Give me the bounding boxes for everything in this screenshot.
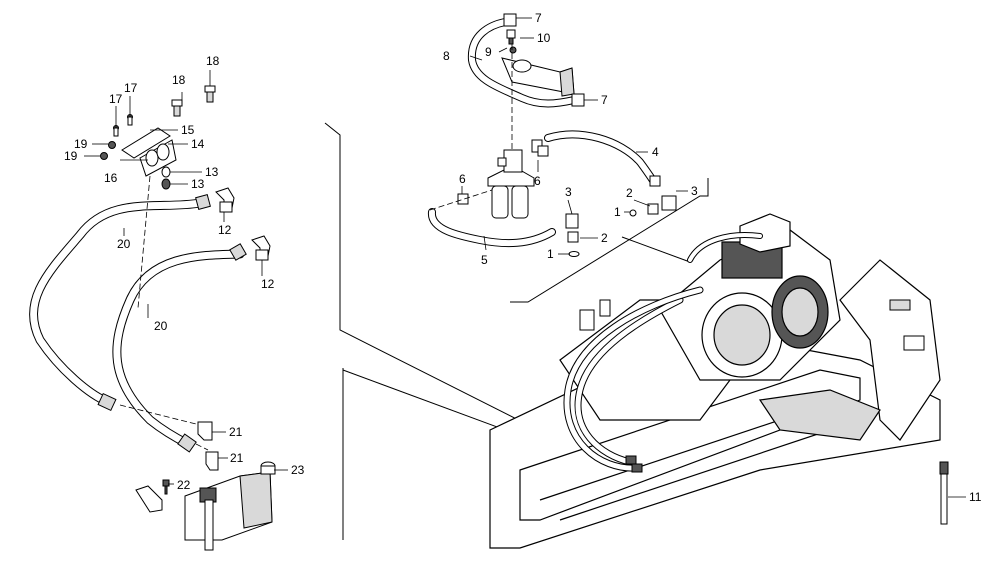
hose-5: [428, 208, 556, 248]
callout-6: 6: [534, 174, 541, 188]
callout-17: 17: [124, 81, 138, 95]
callout-14: 14: [191, 137, 205, 151]
reservoir-tank-23: [184, 461, 276, 551]
callout-4: 4: [652, 145, 659, 159]
vehicle-fittings: [579, 299, 925, 473]
callout-17: 17: [109, 92, 123, 106]
callout-23: 23: [291, 463, 305, 477]
callout-2: 2: [601, 231, 608, 245]
callout-21: 21: [230, 451, 244, 465]
callout-18: 18: [206, 54, 220, 68]
callout-1: 1: [547, 247, 554, 261]
vehicle-engine: [659, 213, 841, 381]
callout-13: 13: [191, 177, 205, 191]
callout-21: 21: [229, 425, 243, 439]
callout-16: 16: [104, 171, 118, 185]
callout-19: 19: [64, 149, 78, 163]
callout-12: 12: [261, 277, 275, 291]
section-boundaries: [324, 122, 709, 540]
hose-4: [544, 130, 658, 186]
callout-6: 6: [459, 172, 466, 186]
callout-20: 20: [154, 319, 168, 333]
hose-end-fittings-left: [97, 194, 247, 453]
callout-18: 18: [172, 73, 186, 87]
vehicle-hoses: [563, 232, 763, 472]
fittings-7: [503, 13, 585, 107]
connection-dashes-filter: [429, 44, 513, 211]
elbow-fitting-12a: [215, 187, 235, 213]
hose-20-lower: [112, 249, 245, 449]
hose-20-upper: [29, 198, 205, 407]
fittings-9-10: [506, 29, 517, 54]
elbow-fitting-21a: [197, 421, 213, 441]
filter-housing: [487, 149, 535, 219]
callout-12: 12: [218, 223, 232, 237]
connection-dashes-left: [119, 175, 209, 451]
callout-3: 3: [691, 184, 698, 198]
callout-1: 1: [614, 205, 621, 219]
elbow-fitting-21b: [205, 451, 219, 471]
callout-8: 8: [443, 49, 450, 63]
hose-8: [467, 18, 578, 108]
callout-3: 3: [565, 185, 572, 199]
callout-2: 2: [626, 186, 633, 200]
callout-7: 7: [601, 93, 608, 107]
callout-22: 22: [177, 478, 191, 492]
bracket-22: [135, 479, 170, 513]
callout-11: 11: [969, 490, 982, 504]
callout-9: 9: [485, 45, 492, 59]
callout-10: 10: [537, 31, 551, 45]
leader-lines: [84, 17, 966, 498]
fittings-1-2-3-6: [457, 139, 677, 257]
elbow-fitting-12b: [251, 235, 271, 261]
filter-mount-bracket: [501, 57, 575, 97]
callout-13: 13: [205, 165, 219, 179]
callout-20: 20: [117, 237, 131, 251]
cable-tie-11: [939, 461, 949, 525]
callout-19: 19: [74, 137, 88, 151]
callout-5: 5: [481, 253, 488, 267]
callout-15: 15: [181, 123, 195, 137]
callout-7: 7: [535, 11, 542, 25]
clamp-bracket-assembly: [100, 85, 216, 190]
callout-labels: 1 1 2 2 3 3 4 5 6 6 7 7 8 9 10 11 12 12 …: [64, 11, 982, 504]
